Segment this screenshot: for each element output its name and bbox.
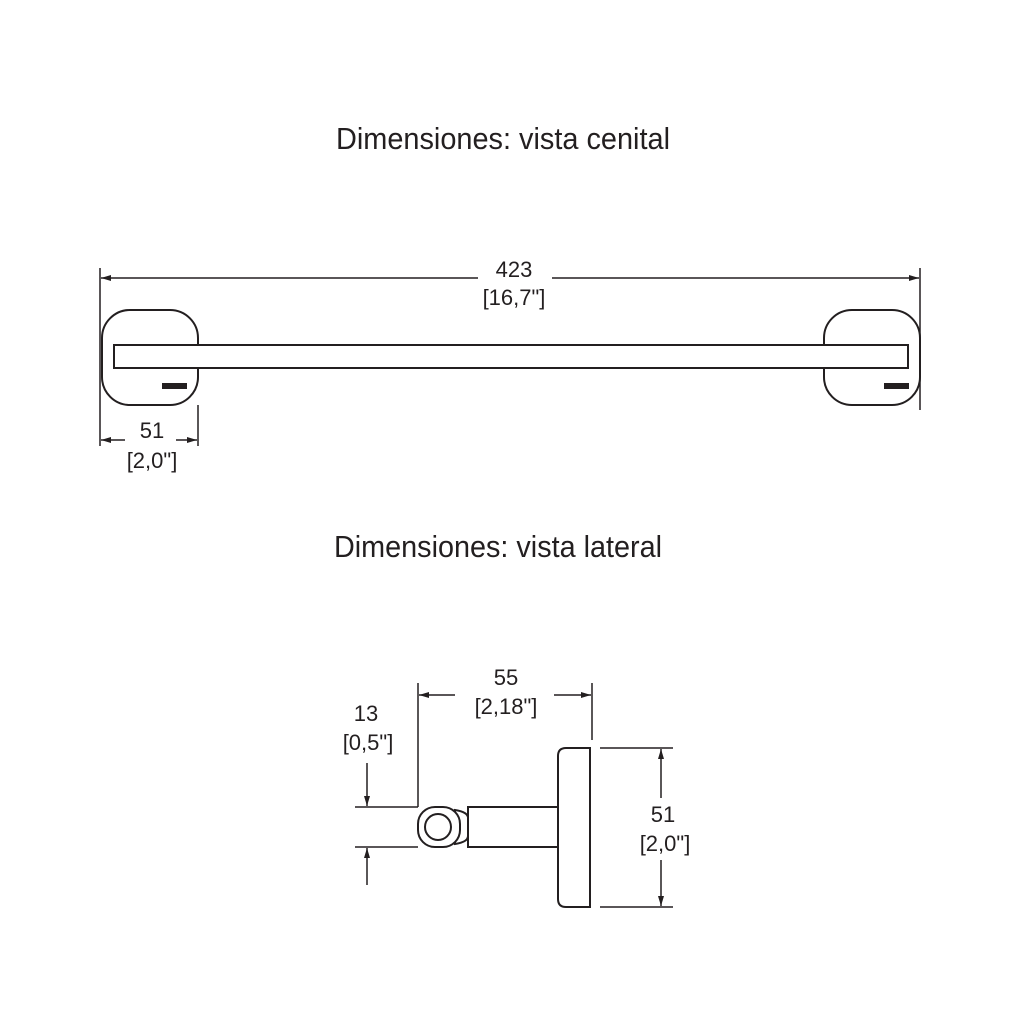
bar-diameter-mm: 13 bbox=[354, 701, 378, 726]
bracket-width-mm: 51 bbox=[140, 418, 164, 443]
wall-plate bbox=[557, 747, 591, 908]
support-rod bbox=[467, 806, 561, 848]
towel-bar bbox=[113, 344, 909, 369]
bar-section-inner bbox=[424, 813, 452, 841]
side-view: Dimensiones: vista lateral 55 [2,18"] 13… bbox=[334, 529, 691, 908]
left-screw-mark bbox=[162, 383, 187, 389]
top-view-title: Dimensiones: vista cenital bbox=[336, 121, 670, 156]
bar-diameter-in: [0,5"] bbox=[343, 730, 394, 755]
projection-in: [2,18"] bbox=[475, 694, 538, 719]
right-screw-mark bbox=[884, 383, 909, 389]
length-mm: 423 bbox=[496, 257, 533, 282]
bracket-width-in: [2,0"] bbox=[127, 448, 178, 473]
plate-height-in: [2,0"] bbox=[640, 831, 691, 856]
length-in: [16,7"] bbox=[483, 285, 546, 310]
projection-mm: 55 bbox=[494, 665, 518, 690]
side-view-title: Dimensiones: vista lateral bbox=[334, 529, 662, 564]
top-view: Dimensiones: vista cenital 423 [16,7"] 5… bbox=[99, 121, 921, 473]
plate-height-mm: 51 bbox=[651, 802, 675, 827]
